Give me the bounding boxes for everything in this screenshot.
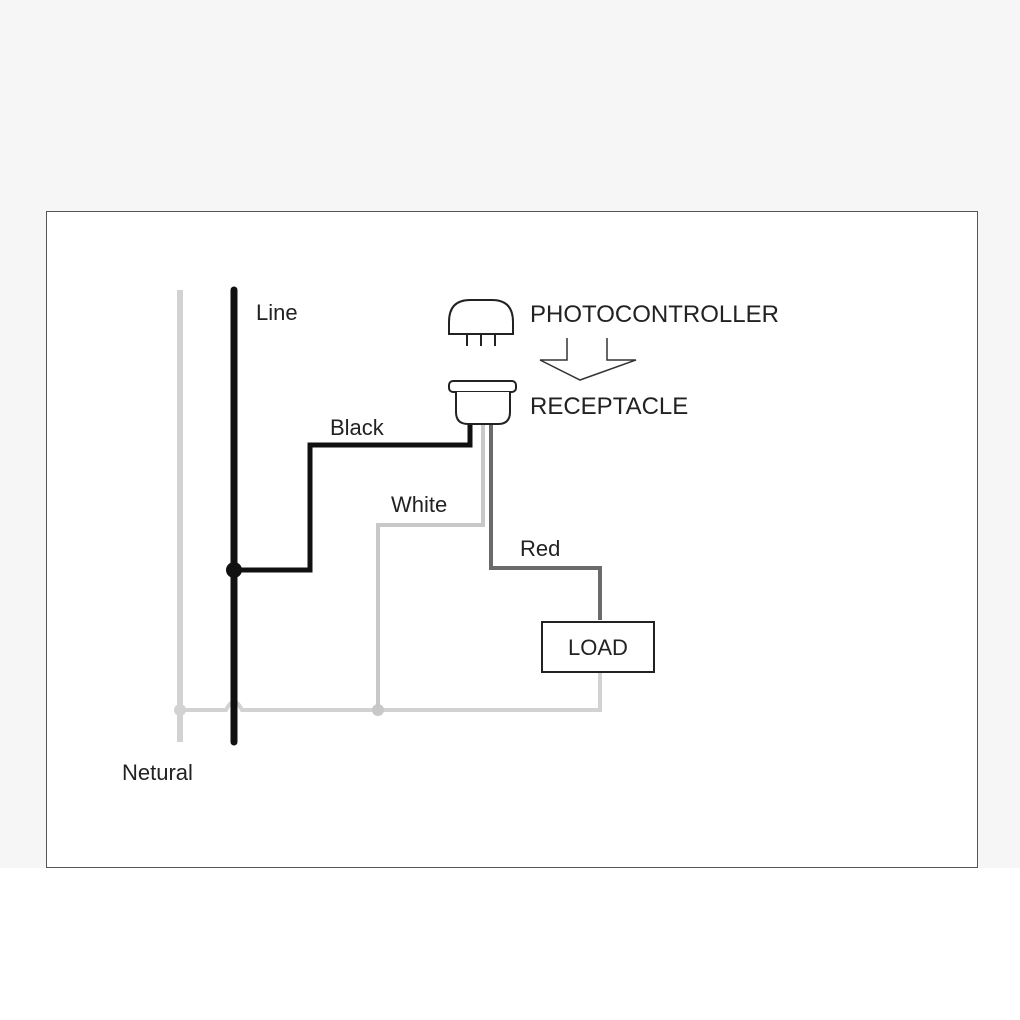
photocontroller-icon	[448, 299, 514, 346]
load-box	[541, 621, 655, 673]
background-band	[0, 868, 1020, 1020]
arrow-icon	[539, 338, 637, 381]
black-label: Black	[330, 415, 385, 440]
red-label: Red	[520, 536, 560, 561]
red-wire	[489, 424, 602, 620]
netural-label: Netural	[122, 760, 193, 785]
white-wire	[376, 424, 485, 710]
line-label: Line	[256, 300, 298, 325]
white-label: White	[391, 492, 447, 517]
receptacle-label: RECEPTACLE	[530, 393, 688, 420]
receptacle-icon	[448, 380, 517, 425]
load-label: LOAD	[568, 635, 628, 660]
photocontroller-label: PHOTOCONTROLLER	[530, 301, 779, 328]
neutral-junction-left	[174, 704, 186, 716]
line-junction	[226, 562, 242, 578]
white-junction	[372, 704, 384, 716]
neutral-bus	[180, 670, 602, 712]
black-wire	[234, 424, 473, 573]
